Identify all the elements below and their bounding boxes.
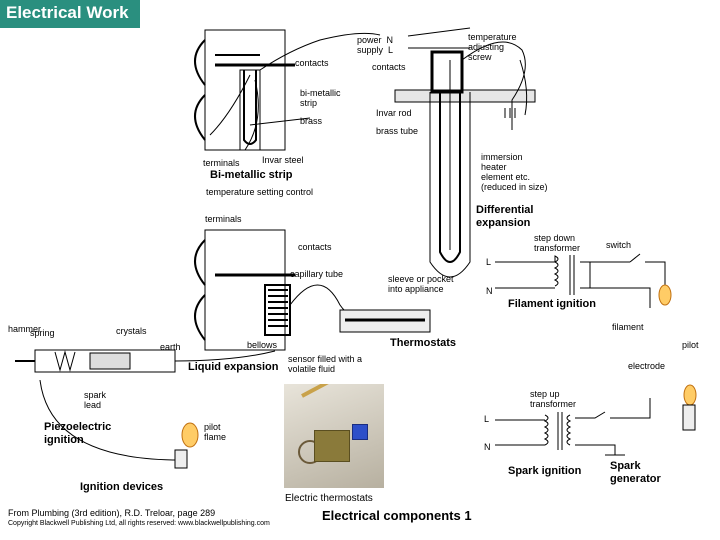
label-invar-steel: Invar steel [262, 155, 304, 165]
label-spark-lead: spark lead [84, 390, 107, 410]
label-step-up: step up transformer [530, 389, 577, 409]
label-spark-ignition: Spark ignition [508, 465, 582, 477]
label-bimetallic-strip: Bi-metallic strip [210, 169, 293, 181]
label-thermostats: Thermostats [390, 337, 457, 349]
label-spring: spring [30, 328, 55, 338]
label-contacts-2: contacts [372, 62, 406, 72]
label-ignition-devices: Ignition devices [80, 481, 164, 493]
piezo-ignition-drawing [15, 349, 276, 469]
bimetallic-thermostat-drawing [194, 29, 381, 151]
footer-copyright: Copyright Blackwell Publishing Ltd, all … [8, 520, 270, 527]
label-filament: filament [612, 322, 644, 332]
label-switch: switch [606, 240, 632, 250]
label-l-1: L [486, 257, 492, 267]
label-sleeve: sleeve or pocket into appliance [388, 274, 454, 294]
label-bi-metallic: bi-metallic strip [300, 88, 341, 108]
label-n-2: N [484, 442, 491, 452]
label-hammer: hammer [8, 324, 42, 334]
label-spark-generator: Spark generator [610, 460, 661, 485]
photo-knob [352, 424, 368, 440]
label-contacts-3: contacts [298, 242, 332, 252]
label-pilot-flame: pilot flame [204, 422, 227, 442]
photo-thermostat-body [314, 430, 350, 462]
electric-thermostat-photo [284, 384, 384, 488]
label-brass-tube: brass tube [376, 126, 419, 136]
page-title: Electrical Work [6, 3, 129, 22]
label-electrical-components: Electrical components 1 [322, 508, 472, 523]
label-electric-thermostats: Electric thermostats [285, 493, 373, 504]
label-pilot: pilot [682, 340, 699, 350]
label-immersion-heater: immersion heater element etc. (reduced i… [481, 152, 548, 192]
label-liquid-expansion: Liquid expansion [188, 361, 279, 373]
label-temp-adjust: temperature adjusting screw [468, 32, 517, 62]
label-terminals-2: terminals [205, 214, 242, 224]
label-temp-setting: temperature setting control [206, 187, 314, 197]
label-terminals-1: terminals [203, 158, 240, 168]
title-bar-background [0, 0, 140, 28]
label-crystals: crystals [116, 326, 147, 336]
label-contacts-1: contacts [295, 58, 329, 68]
label-piezo: Piezoelectric ignition [44, 421, 112, 446]
label-sensor: sensor filled with a volatile fluid [288, 354, 363, 374]
spark-ignition-drawing [495, 384, 697, 456]
label-n-1: N [486, 286, 493, 296]
label-step-down: step down transformer [534, 233, 581, 253]
differential-expansion-drawing [394, 27, 536, 278]
title-bar: Electrical Work [0, 0, 720, 30]
label-earth: earth [160, 342, 181, 352]
label-bellows: bellows [247, 340, 278, 350]
label-electrode: electrode [628, 361, 666, 371]
label-l-2: L [484, 414, 490, 424]
filament-ignition-drawing [495, 253, 672, 308]
footer-source: From Plumbing (3rd edition), R.D. Treloa… [8, 508, 216, 518]
label-brass: brass [300, 116, 323, 126]
label-filament-ignition: Filament ignition [508, 298, 596, 310]
label-power-supply: power N supply L [357, 35, 394, 55]
label-differential-expansion: Differential expansion [476, 204, 534, 229]
label-invar-rod: Invar rod [376, 108, 412, 118]
liquid-expansion-drawing [194, 229, 431, 351]
label-capillary-tube: capillary tube [290, 269, 344, 279]
